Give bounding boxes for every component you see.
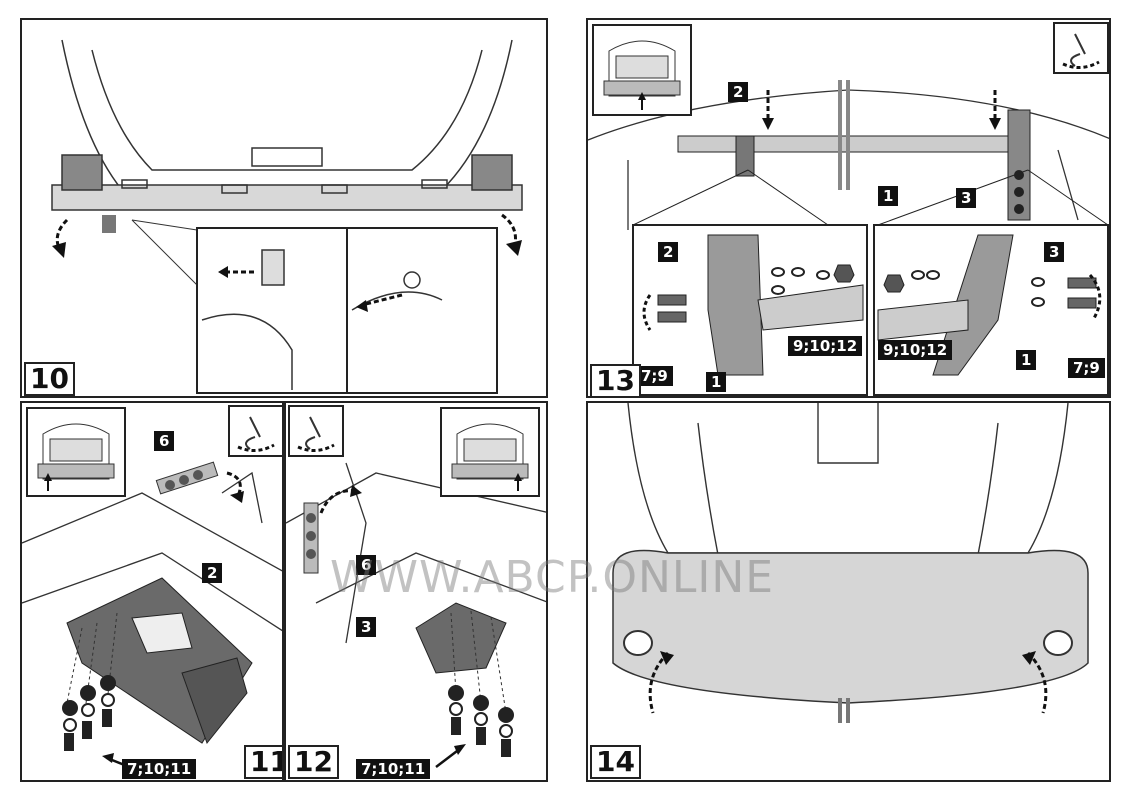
vehicle-rear-view-icon	[440, 407, 540, 497]
fastener-label: 7;10;11	[356, 759, 431, 779]
step-12-number: 12	[288, 745, 339, 779]
detail-right-washers-label: 9;10;12	[878, 340, 953, 360]
step-10-number: 10	[24, 362, 75, 396]
step-13-number: 13	[590, 364, 641, 396]
bracket-2-label: 2	[728, 82, 749, 102]
detail-left-bar-label: 1	[706, 372, 727, 392]
step-14-panel: 14	[586, 401, 1111, 782]
vehicle-rear-view-icon	[26, 407, 126, 497]
detail-left-washers-label: 9;10;12	[788, 336, 863, 356]
detail-left-bracket-label: 2	[658, 242, 679, 262]
step-10-panel: 10	[20, 18, 548, 398]
part-6-label: 6	[356, 555, 377, 575]
step-11-illustration	[22, 461, 282, 770]
torque-wrench-icon	[1053, 22, 1109, 74]
step-10-illustration	[51, 39, 523, 394]
step-11-panel: 6 2 7;10;11 11	[20, 401, 284, 782]
detail-left-bolts-label: 7;9	[636, 366, 673, 386]
torque-wrench-icon	[228, 405, 282, 457]
vehicle-rear-view-icon	[592, 24, 692, 116]
bracket-3-label: 3	[356, 617, 377, 637]
step-13-illustration	[588, 80, 1109, 396]
bracket-3-label: 3	[956, 188, 977, 208]
step-11-number: 11	[244, 745, 282, 779]
step-14-number: 14	[590, 745, 641, 779]
fastener-label: 7;10;11	[122, 759, 197, 779]
step-14-illustration	[612, 403, 1089, 723]
bar-1-label: 1	[878, 186, 899, 206]
detail-right-bar-label: 1	[1016, 350, 1037, 370]
step-12-illustration	[286, 462, 546, 768]
detail-right-bracket-label: 3	[1044, 242, 1065, 262]
step-13-panel: 2 1 3 2 9;10;12 7;9 1 3 9;10;12 1 7;9 13	[586, 18, 1111, 398]
step-12-panel: 6 3 7;10;11 12	[284, 401, 548, 782]
part-6-label: 6	[154, 431, 175, 451]
bracket-2-label: 2	[202, 563, 223, 583]
detail-right-bolts-label: 7;9	[1068, 358, 1105, 378]
torque-wrench-icon	[288, 405, 344, 457]
